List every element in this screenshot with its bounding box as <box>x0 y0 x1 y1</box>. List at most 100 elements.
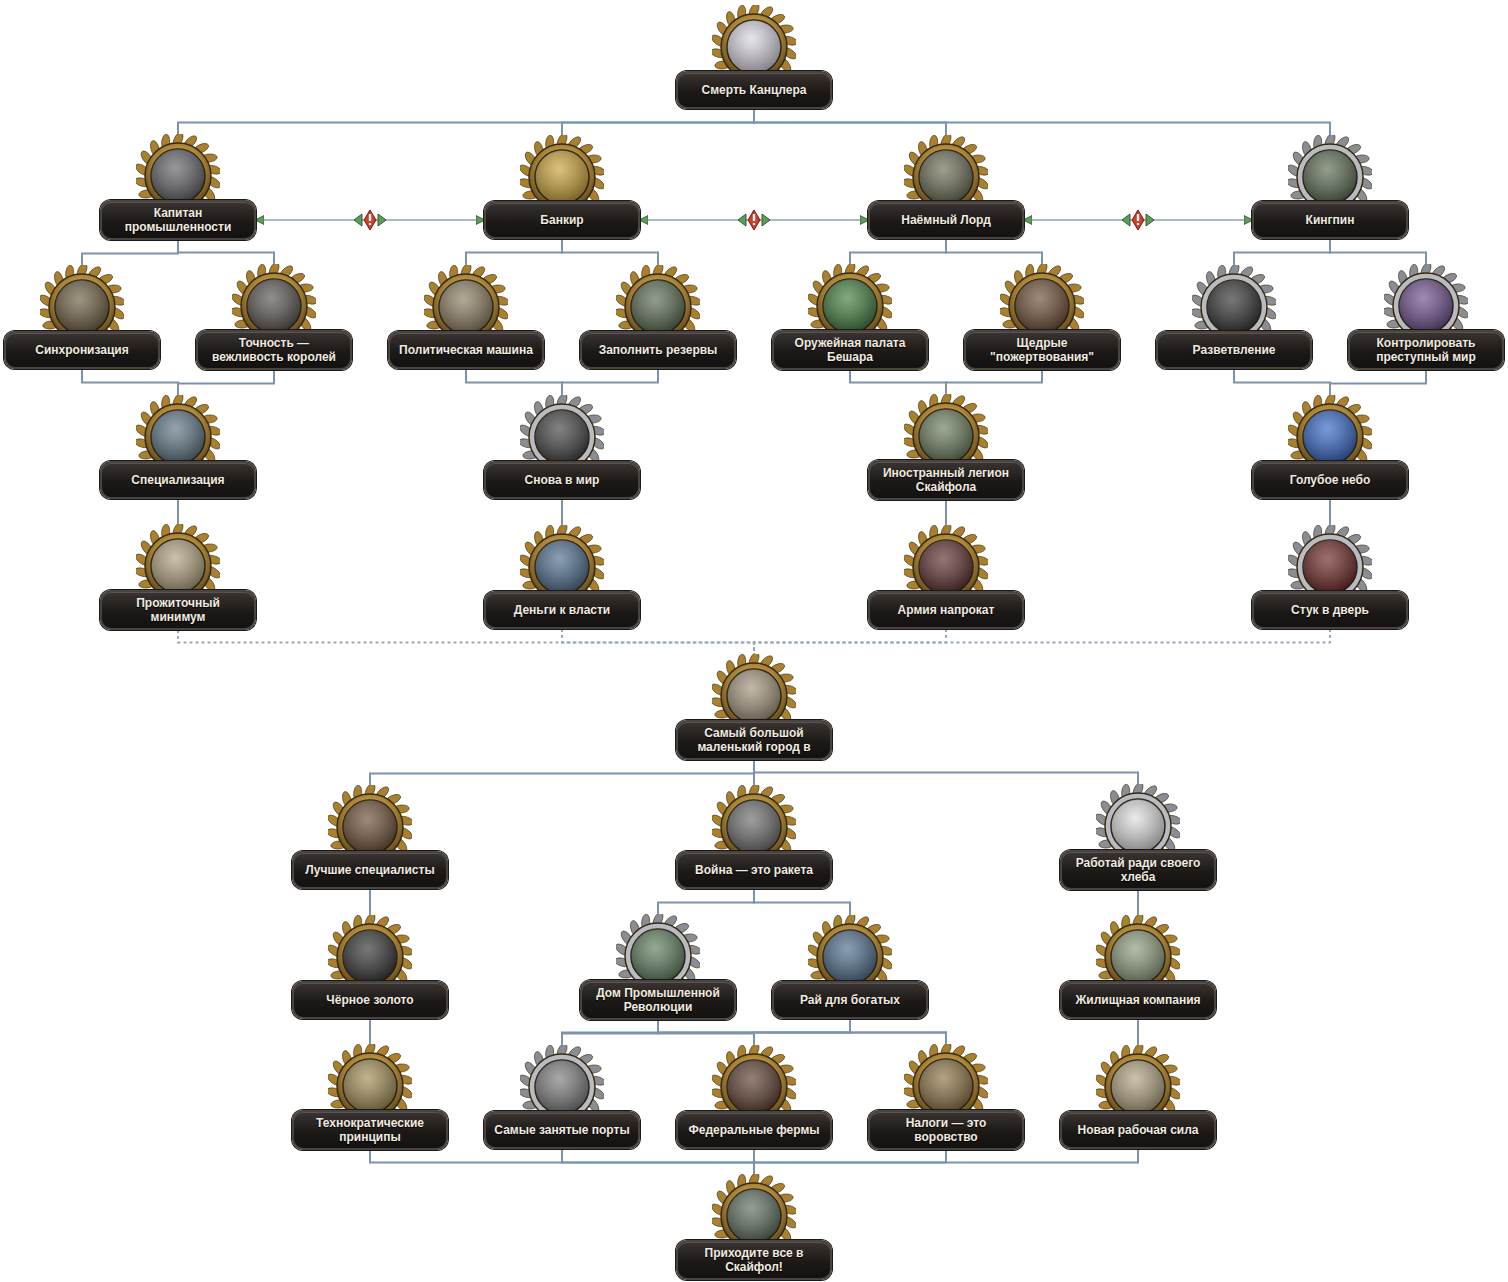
focus-label: Банкир <box>484 201 640 239</box>
focus-label: Синхронизация <box>4 331 160 369</box>
icon-face <box>823 279 877 333</box>
icon-shade <box>727 20 781 74</box>
icon-shade <box>1111 799 1165 853</box>
focus-label: Дом Промышленной Революции <box>580 980 736 1020</box>
warning-diamond <box>748 210 760 230</box>
focus-title: Разветвление <box>1193 343 1276 357</box>
marker-arrow <box>762 214 770 226</box>
icon-shade <box>1207 280 1261 334</box>
icon-face <box>631 929 685 983</box>
prerequisite-line <box>562 369 658 395</box>
focus-label: Деньги к власти <box>484 591 640 629</box>
focus-title: Голубое небо <box>1290 473 1371 487</box>
focus-label: Рай для богатых <box>772 981 928 1019</box>
focus-node: Армия напрокат <box>868 525 1024 629</box>
focus-title: Специализация <box>131 473 224 487</box>
focus-title: Кингпин <box>1306 213 1355 227</box>
prerequisite-line <box>1330 370 1426 395</box>
focus-label: Война — это ракета <box>676 851 832 889</box>
prerequisite-line <box>1329 499 1331 525</box>
focus-title: Самый большой маленький город в <box>686 726 822 754</box>
focus-label: Федеральные фермы <box>676 1111 832 1149</box>
focus-title: Чёрное золото <box>326 993 413 1007</box>
focus-label: Точность — вежливость королей <box>196 330 352 370</box>
focus-title: Стук в дверь <box>1291 603 1369 617</box>
marker-arrow <box>378 214 386 226</box>
icon-shade <box>151 539 205 593</box>
icon-shade <box>1111 1060 1165 1114</box>
prerequisite-line <box>370 1150 754 1174</box>
prerequisite-line <box>850 239 946 264</box>
icon-face <box>727 1189 781 1243</box>
icon-face <box>919 409 973 463</box>
icon-shade <box>919 409 973 463</box>
focus-title: Прожиточный минимум <box>110 596 246 624</box>
focus-label: Голубое небо <box>1252 461 1408 499</box>
icon-shade <box>823 279 877 333</box>
prerequisite-line <box>946 370 1042 394</box>
icon-face <box>631 280 685 334</box>
focus-node: Самый большой маленький город в <box>676 654 832 760</box>
focus-label: Заполнить резервы <box>580 331 736 369</box>
icon-face <box>247 279 301 333</box>
focus-node: Приходите все в Скайфол! <box>676 1174 832 1280</box>
focus-title: Заполнить резервы <box>599 343 718 357</box>
focus-node: Щедрые "пожертвования" <box>964 264 1120 370</box>
icon-face <box>535 540 589 594</box>
focus-node: Война — это ракета <box>676 785 832 889</box>
icon-face <box>1207 280 1261 334</box>
prerequisite-line <box>82 369 178 395</box>
prerequisite-line <box>178 240 274 264</box>
icon-face <box>727 800 781 854</box>
icon-face <box>535 410 589 464</box>
focus-label: Новая рабочая сила <box>1060 1111 1216 1149</box>
icon-shade <box>1303 410 1357 464</box>
prerequisite-line <box>1234 369 1330 395</box>
icon-shade <box>343 800 397 854</box>
focus-node: Дом Промышленной Революции <box>580 914 736 1020</box>
icon-shade <box>1303 150 1357 204</box>
focus-title: Деньги к власти <box>514 603 611 617</box>
icon-face <box>727 669 781 723</box>
focus-node: Контролировать преступный мир <box>1348 264 1504 370</box>
focus-node: Иностранный легион Скайфола <box>868 394 1024 500</box>
prerequisite-line <box>754 629 1330 654</box>
focus-node: Стук в дверь <box>1252 525 1408 629</box>
prerequisite-line <box>1137 1019 1139 1045</box>
warning-bar <box>1137 214 1139 221</box>
icon-shade <box>535 540 589 594</box>
prerequisite-line <box>754 889 850 915</box>
focus-node: Лучшие специалисты <box>292 785 448 889</box>
focus-label: Налоги — это воровство <box>868 1110 1024 1150</box>
focus-node: Деньги к власти <box>484 525 640 629</box>
focus-node: Разветвление <box>1156 265 1312 369</box>
focus-title: Армия напрокат <box>898 603 995 617</box>
focus-title: Контролировать преступный мир <box>1358 336 1494 364</box>
prerequisite-line <box>178 109 754 134</box>
icon-shade <box>823 930 877 984</box>
warning-dot <box>1137 223 1140 226</box>
focus-title: Политическая машина <box>399 343 533 357</box>
prerequisite-line <box>561 499 563 525</box>
prerequisite-line <box>1137 890 1139 915</box>
focus-label: Лучшие специалисты <box>292 851 448 889</box>
prerequisite-line <box>82 240 178 265</box>
icon-face <box>343 930 397 984</box>
prerequisite-line <box>562 1019 850 1045</box>
focus-node: Снова в мир <box>484 395 640 499</box>
prerequisite-line <box>850 1019 946 1044</box>
prerequisite-line <box>178 370 274 395</box>
focus-label: Самые занятые порты <box>484 1111 640 1149</box>
icon-shade <box>343 1059 397 1113</box>
focus-title: Новая рабочая сила <box>1078 1123 1199 1137</box>
focus-node: Рай для богатых <box>772 915 928 1019</box>
focus-title: Банкир <box>540 213 583 227</box>
focus-label: Наёмный Лорд <box>868 201 1024 239</box>
prerequisite-line <box>1234 239 1330 265</box>
focus-node: Голубое небо <box>1252 395 1408 499</box>
focus-label: Контролировать преступный мир <box>1348 330 1504 370</box>
focus-title: Смерть Канцлера <box>702 83 807 97</box>
icon-shade <box>631 280 685 334</box>
focus-label: Стук в дверь <box>1252 591 1408 629</box>
icon-shade <box>919 150 973 204</box>
